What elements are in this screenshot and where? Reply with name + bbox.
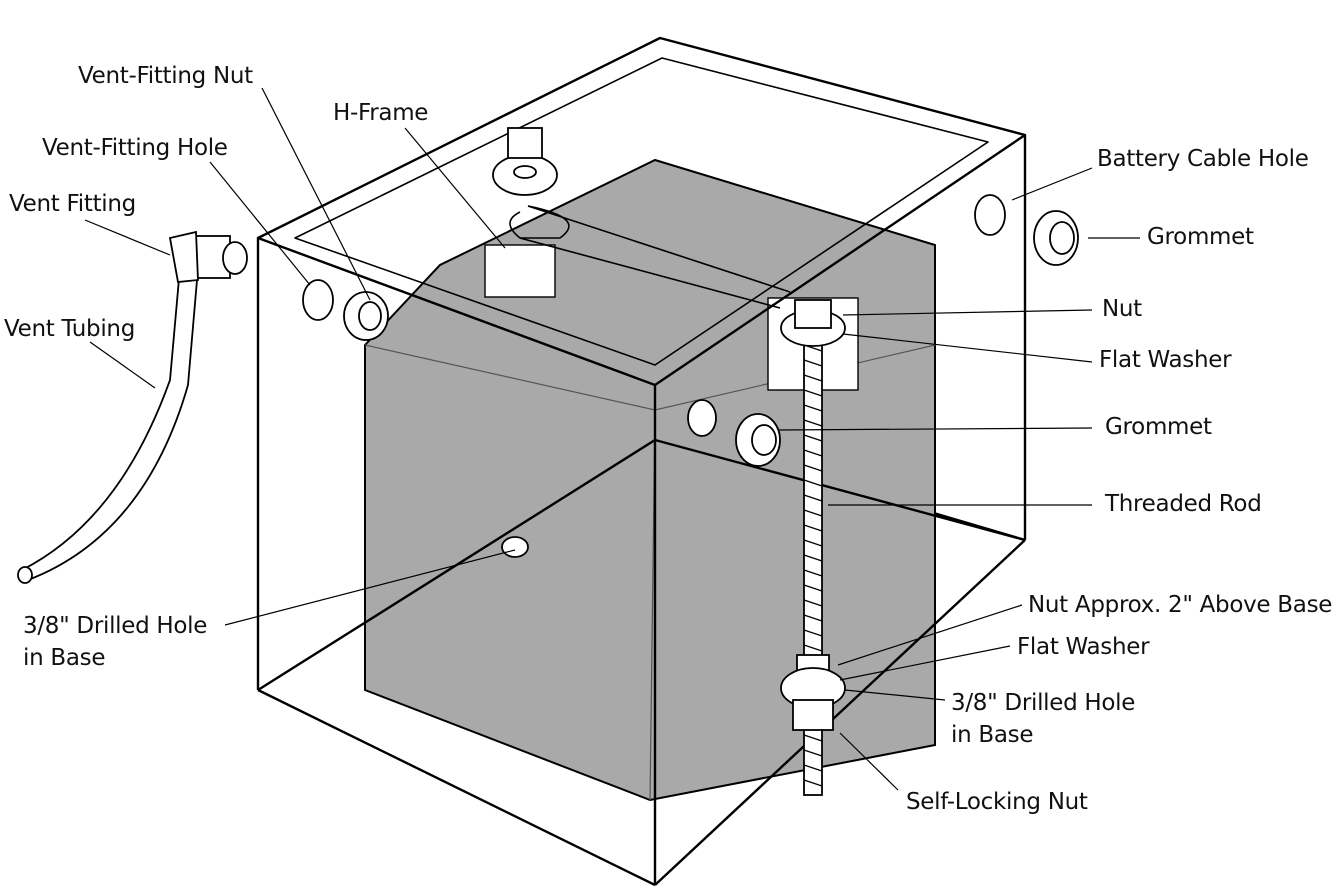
- label-vent-tubing: Vent Tubing: [4, 316, 136, 342]
- rod-bottom-nuts: [780, 654, 846, 731]
- label-h-frame: H-Frame: [333, 100, 429, 126]
- wall-holes: [302, 194, 1079, 558]
- label-grommet-top: Grommet: [1147, 224, 1254, 250]
- label-drilled-hole-right: 3/8" Drilled Hole in Base: [951, 687, 1135, 751]
- label-vent-fitting-hole: Vent-Fitting Hole: [42, 135, 228, 161]
- label-battery-cable-hole: Battery Cable Hole: [1097, 146, 1309, 172]
- label-vent-fitting-nut: Vent-Fitting Nut: [78, 63, 253, 89]
- label-flat-washer-bottom: Flat Washer: [1017, 634, 1150, 660]
- vent-assembly: [17, 230, 248, 584]
- label-drilled-hole-left-line1: 3/8" Drilled Hole: [23, 613, 208, 639]
- label-nut: Nut: [1102, 296, 1142, 322]
- label-drilled-hole-left-line2: in Base: [23, 645, 106, 671]
- top-bolt: [492, 127, 558, 196]
- label-flat-washer-top: Flat Washer: [1099, 347, 1232, 373]
- label-vent-fitting: Vent Fitting: [9, 191, 136, 217]
- label-grommet-mid: Grommet: [1105, 414, 1212, 440]
- label-threaded-rod: Threaded Rod: [1105, 491, 1262, 517]
- rod-top-nut: [780, 299, 846, 347]
- label-drilled-hole-right-line2: in Base: [951, 722, 1034, 748]
- label-drilled-hole-left: 3/8" Drilled Hole in Base: [23, 610, 207, 674]
- leader-lines: [84, 87, 1140, 791]
- h-frame-rod: [509, 205, 791, 309]
- label-nut-above-base: Nut Approx. 2" Above Base: [1028, 592, 1333, 618]
- label-self-locking-nut: Self-Locking Nut: [906, 789, 1088, 815]
- label-drilled-hole-right-line1: 3/8" Drilled Hole: [951, 690, 1136, 716]
